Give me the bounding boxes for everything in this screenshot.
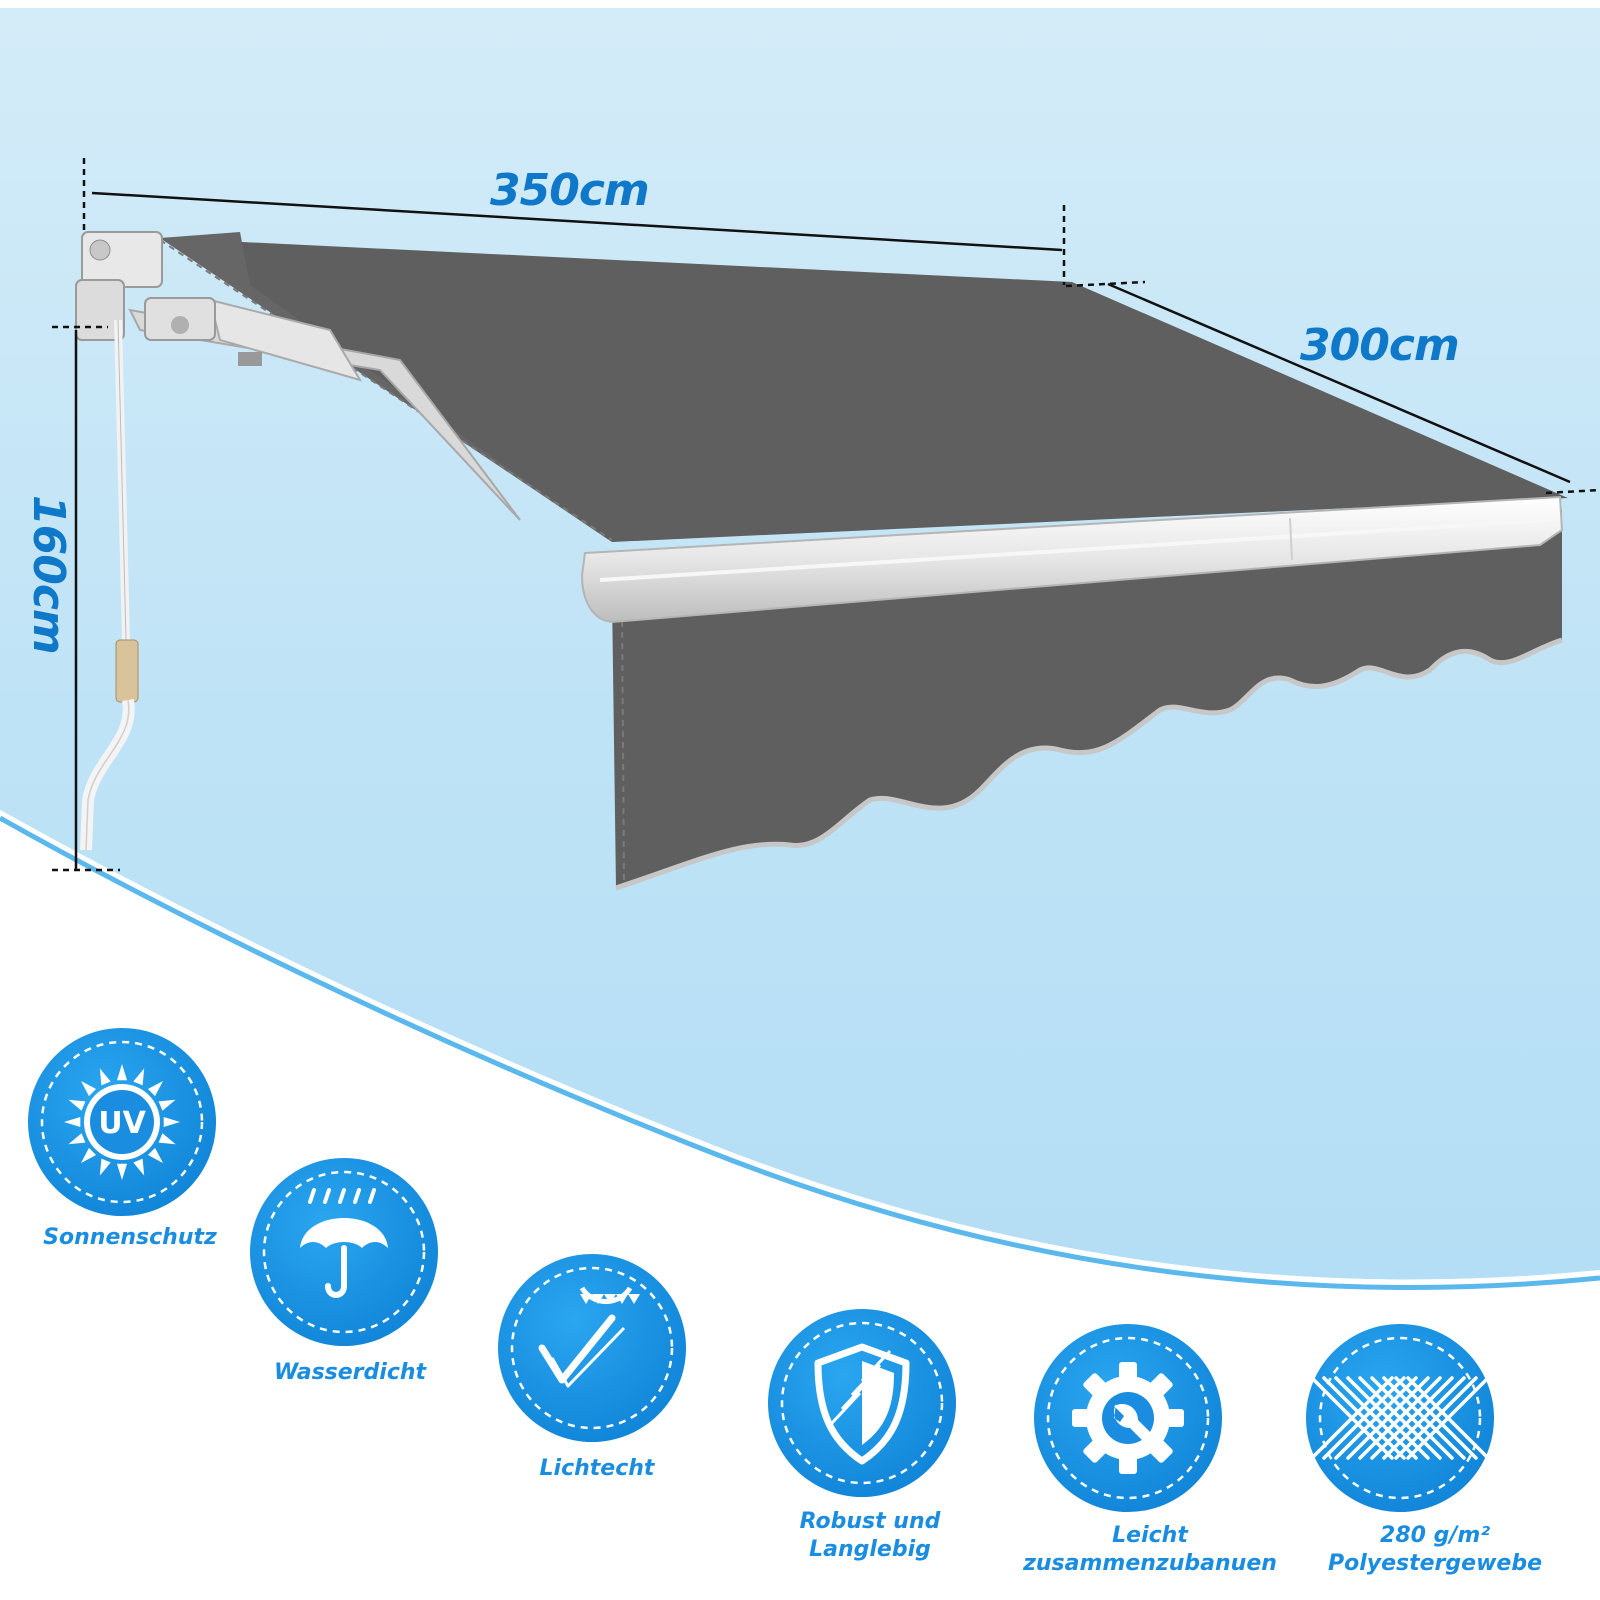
uv-sun-icon: UV (64, 1064, 180, 1180)
width-dimension-label: 350cm (490, 165, 650, 216)
feature-label-sonnenschutz: Sonnenschutz (43, 1225, 217, 1250)
feature-badge (250, 1158, 438, 1346)
awning-front-bar (580, 495, 1564, 624)
feature-label-lichtecht: Lichtecht (539, 1456, 655, 1481)
gear-wrench-icon (1072, 1362, 1184, 1474)
feature-badge (498, 1254, 686, 1442)
dimension-height-line (52, 325, 120, 872)
wall-mount-bracket (75, 231, 262, 366)
feature-badge (1034, 1324, 1222, 1512)
feature-label-polyester: 280 g/m² Polyestergewebe (1327, 1523, 1542, 1576)
fabric-mesh-icon (1310, 1376, 1490, 1460)
feature-badge: UV (28, 1028, 216, 1216)
feature-label-wasserdicht: Wasserdicht (273, 1360, 427, 1385)
umbrella-rain-icon (300, 1188, 388, 1298)
feature-label-leicht: Leicht zusammenzubanuen (1023, 1523, 1277, 1576)
sky-curve-edge (0, 815, 1600, 1290)
feature-badge (1306, 1324, 1494, 1512)
height-dimension-label: 160cm (23, 495, 74, 654)
uv-badge-text: UV (98, 1106, 146, 1141)
dimension-depth-line (1065, 280, 1600, 495)
feature-badge (768, 1309, 956, 1497)
shield-icon (814, 1343, 910, 1465)
dimension-width-line (82, 158, 1066, 285)
feature-label-robust: Robust und Langlebig (799, 1509, 941, 1562)
awning-valance (612, 510, 1562, 888)
crank-handle (80, 319, 139, 851)
sun-checkmark-icon (538, 1286, 640, 1388)
awning-top-fabric (160, 238, 1568, 542)
depth-dimension-label: 300cm (1300, 320, 1460, 371)
